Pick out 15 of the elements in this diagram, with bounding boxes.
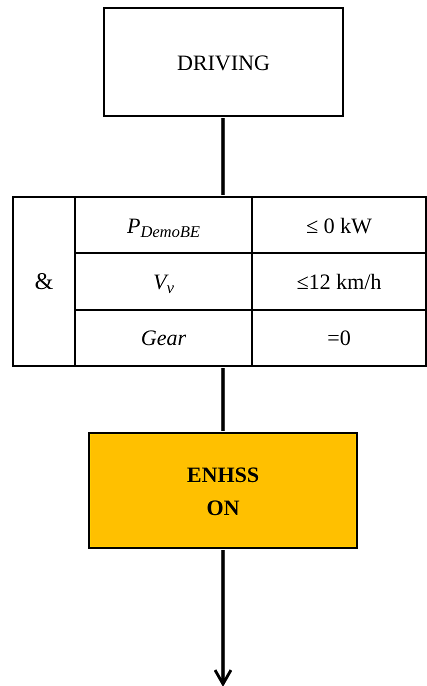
- connector-line: [221, 368, 225, 431]
- condition-value: ≤12 km/h: [296, 268, 382, 296]
- box-label: ENHSS ON: [186, 460, 260, 522]
- condition-value: ≤ 0 kW: [306, 212, 372, 240]
- state-box: [88, 432, 358, 549]
- and-operator: &: [34, 268, 54, 296]
- condition-value: =0: [327, 324, 351, 352]
- condition-table: [12, 196, 427, 367]
- variable-name: P$_{DemoBE}$: [126, 212, 200, 242]
- variable-name: Gear: [140, 324, 186, 352]
- process-box: [103, 7, 344, 117]
- variable-name: V$_{v}$: [153, 268, 174, 298]
- connector-line: [221, 118, 225, 195]
- box-label: DRIVING: [177, 48, 270, 76]
- arrow: [214, 550, 232, 686]
